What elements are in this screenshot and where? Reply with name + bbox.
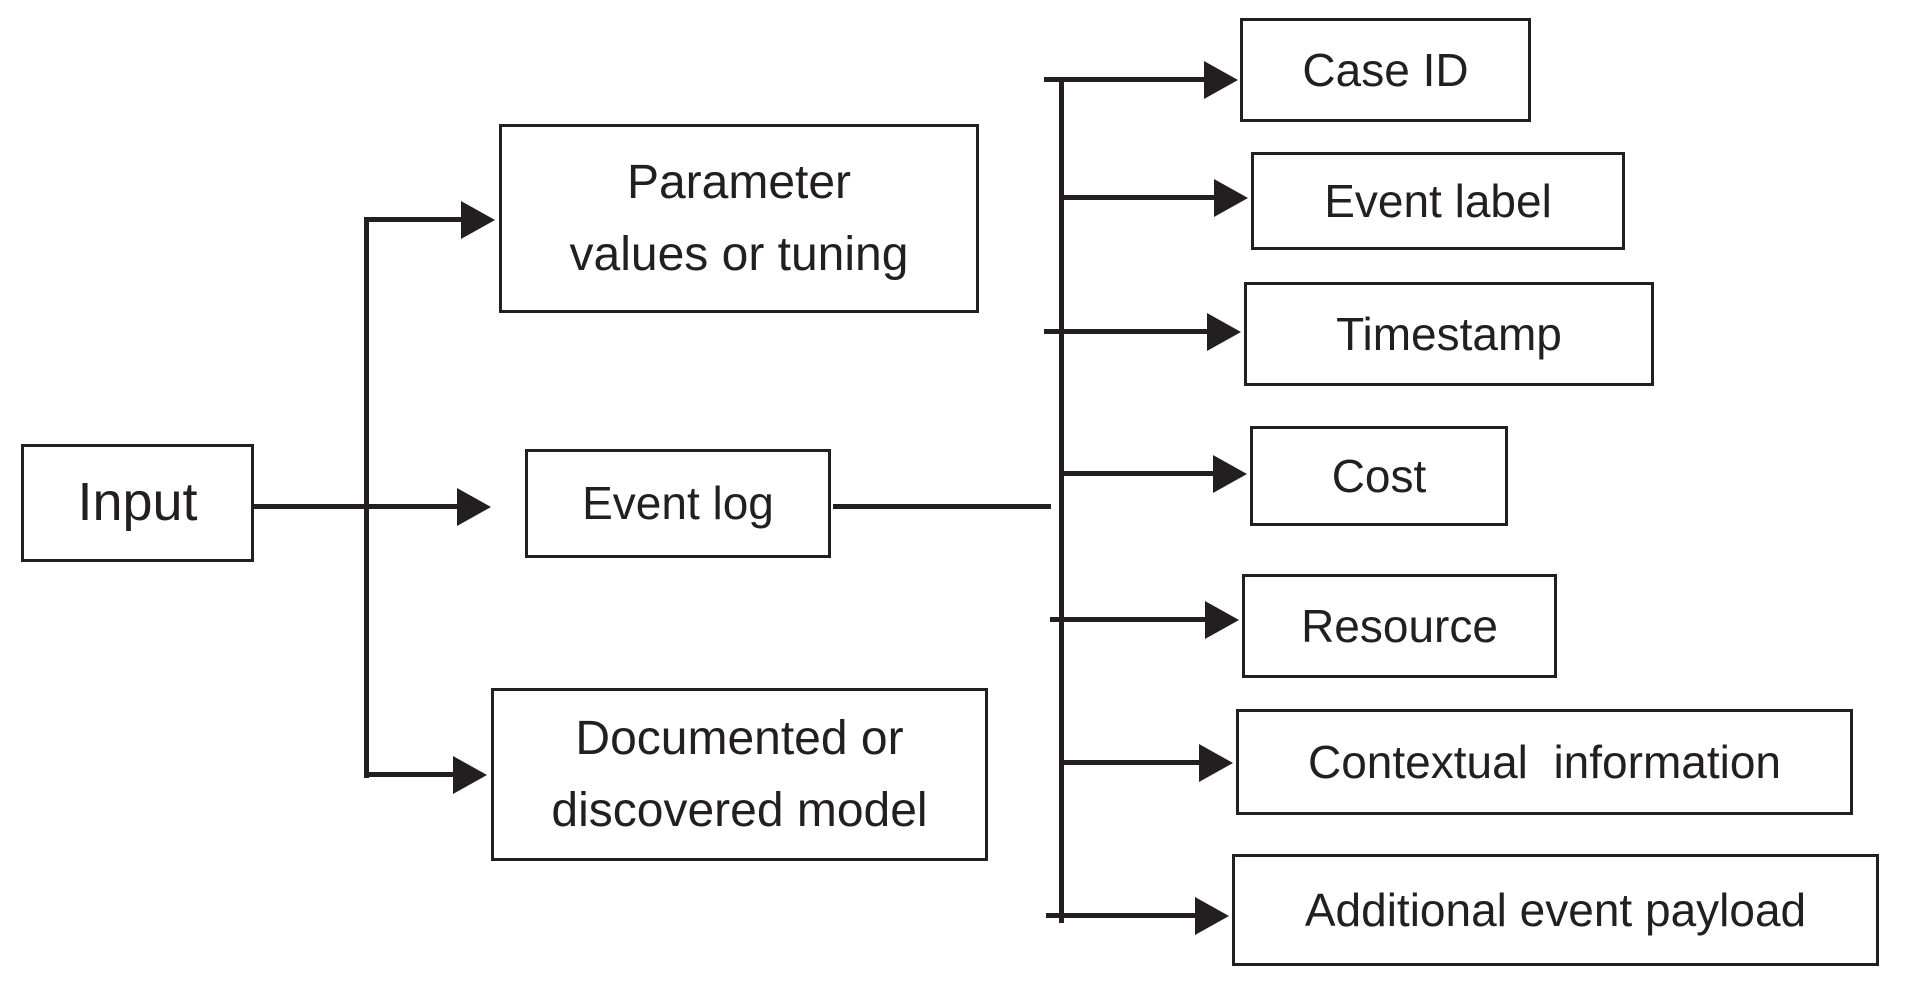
arrowhead-resource — [1205, 601, 1239, 639]
arrowhead-eventlog — [457, 488, 491, 526]
edge-eventlabel-line — [1059, 195, 1214, 200]
edge-caseid-line — [1044, 77, 1204, 82]
arrowhead-timestamp — [1207, 313, 1241, 351]
node-case-id-label: Case ID — [1302, 43, 1469, 96]
node-cost-label: Cost — [1331, 449, 1427, 502]
node-resource: Resource — [1242, 574, 1557, 678]
edge-additional-line — [1046, 913, 1195, 918]
node-timestamp: Timestamp — [1244, 282, 1654, 386]
edge-input-parameter-line — [364, 217, 461, 222]
node-additional-event-payload: Additional event payload — [1232, 854, 1879, 966]
edge-resource-line — [1050, 617, 1205, 622]
left-trunk-line — [364, 217, 369, 778]
node-case-id: Case ID — [1240, 18, 1531, 122]
node-parameter-values-label: Parameter values or tuning — [569, 156, 909, 281]
node-timestamp-label: Timestamp — [1336, 307, 1562, 360]
node-cost: Cost — [1250, 426, 1508, 526]
node-documented-model: Documented or discovered model — [491, 688, 988, 861]
arrowhead-cost — [1213, 455, 1247, 493]
node-event-label: Event label — [1251, 152, 1625, 250]
edge-input-eventlog-line — [252, 504, 457, 509]
node-input: Input — [21, 444, 254, 562]
node-event-log: Event log — [525, 449, 831, 558]
right-trunk-line — [1059, 77, 1064, 923]
arrowhead-caseid — [1204, 61, 1238, 99]
edge-cost-line — [1059, 471, 1213, 476]
node-event-label-label: Event label — [1324, 174, 1552, 227]
arrowhead-additional — [1195, 897, 1229, 935]
edge-eventlog-trunk-line — [833, 504, 1051, 509]
node-resource-label: Resource — [1301, 599, 1498, 652]
arrowhead-parameter — [461, 201, 495, 239]
node-documented-model-label: Documented or discovered model — [551, 712, 928, 837]
node-input-label: Input — [77, 472, 198, 533]
edge-input-documented-line — [364, 772, 453, 777]
node-contextual-information: Contextual information — [1236, 709, 1853, 815]
arrowhead-eventlabel — [1214, 179, 1248, 217]
arrowhead-contextual — [1199, 744, 1233, 782]
edge-timestamp-line — [1044, 329, 1207, 334]
edge-contextual-line — [1059, 760, 1199, 765]
node-additional-event-payload-label: Additional event payload — [1304, 883, 1807, 936]
node-event-log-label: Event log — [582, 477, 774, 530]
node-contextual-information-label: Contextual information — [1307, 735, 1782, 788]
node-parameter-values: Parameter values or tuning — [499, 124, 979, 313]
arrowhead-documented — [453, 756, 487, 794]
